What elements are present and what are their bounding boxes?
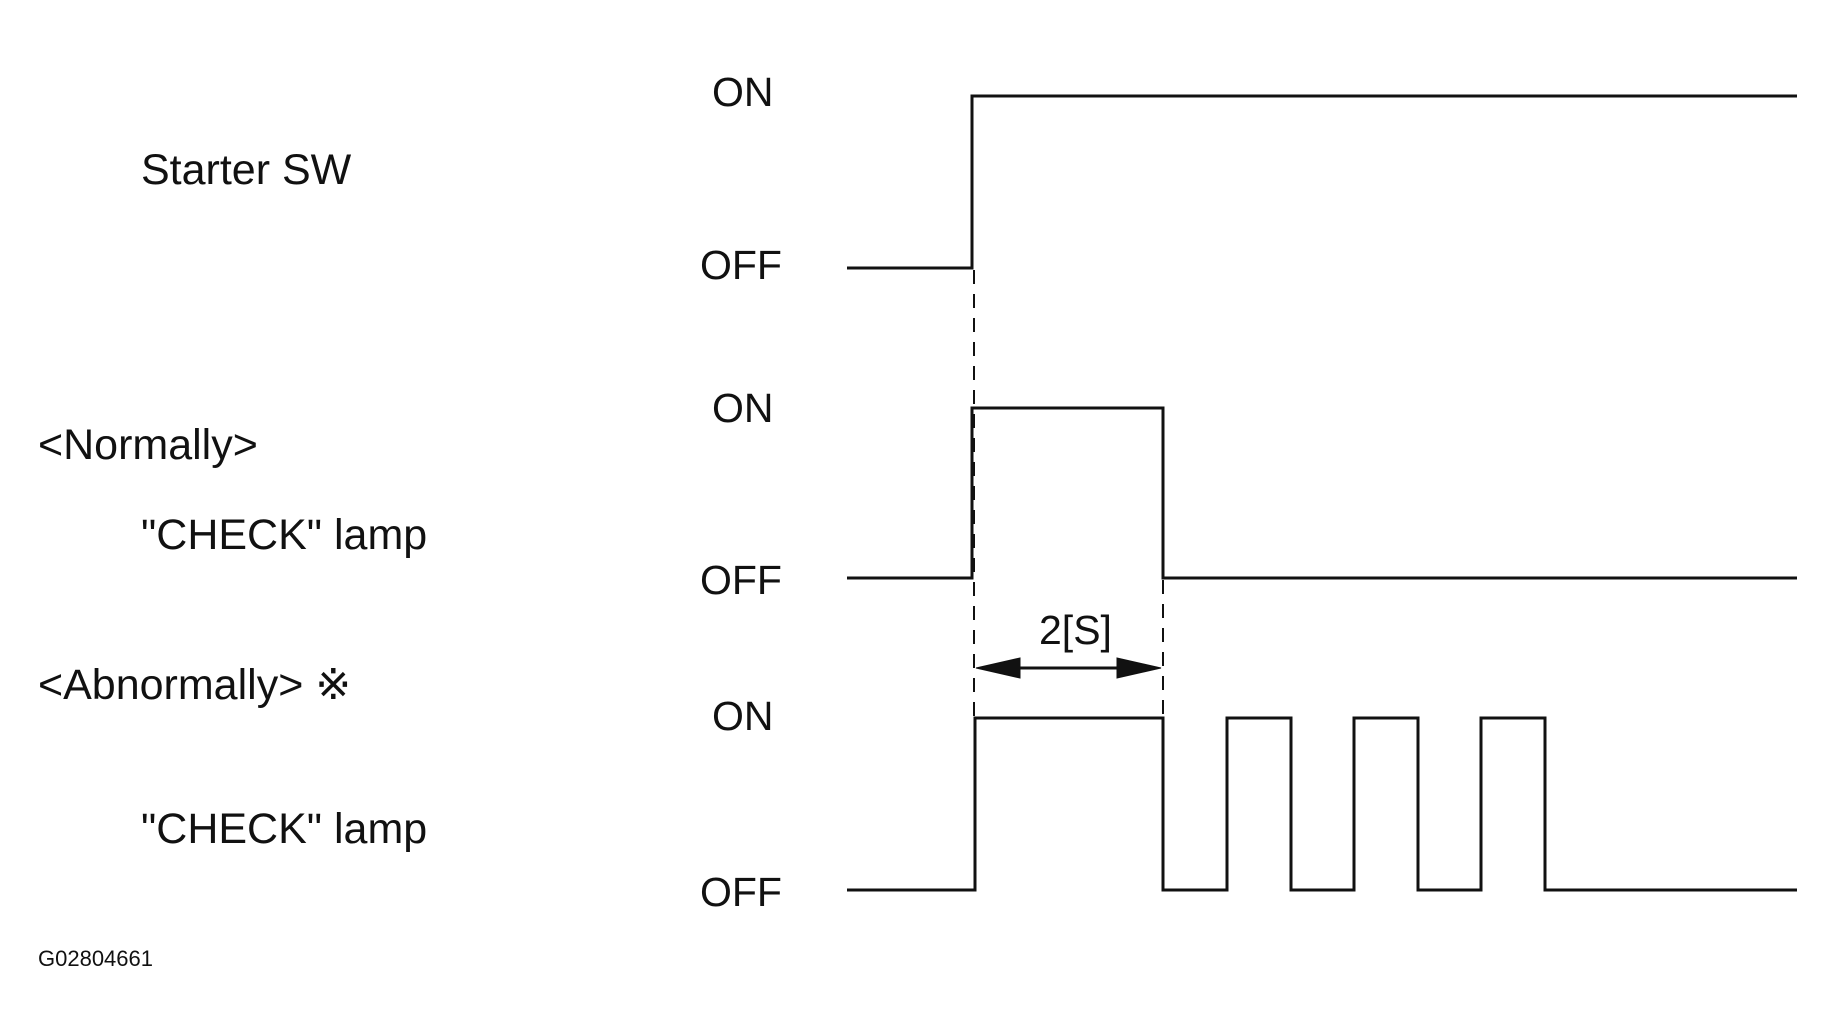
normal-check-lamp-waveform	[847, 406, 1797, 580]
abnormal-check-lamp-label: "CHECK" lamp	[141, 805, 427, 853]
abnormally-group-label: <Abnormally> ※	[38, 661, 351, 709]
normal-lamp-on-label: ON	[712, 385, 774, 431]
abnormal-lamp-on-label: ON	[712, 693, 774, 739]
starter-sw-label: Starter SW	[141, 146, 352, 194]
duration-label: 2[S]	[1039, 607, 1112, 653]
normally-group-label: <Normally>	[38, 421, 258, 469]
starter-sw-on-label: ON	[712, 69, 774, 115]
starter-sw-off-label: OFF	[700, 242, 782, 288]
abnormal-check-lamp-waveform	[847, 716, 1797, 892]
abnormal-lamp-off-label: OFF	[700, 869, 782, 915]
normal-lamp-off-label: OFF	[700, 557, 782, 603]
figure-id: G02804661	[38, 946, 153, 971]
starter-sw-waveform	[847, 94, 1797, 270]
duration-arrow-left-icon	[975, 657, 1021, 679]
normal-check-lamp-label: "CHECK" lamp	[141, 511, 427, 559]
duration-arrow-right-icon	[1116, 657, 1162, 679]
